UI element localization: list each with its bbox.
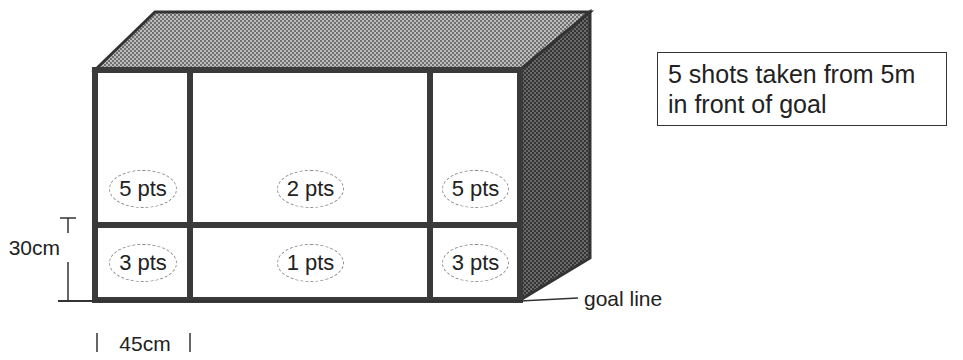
goal-top-net <box>95 12 590 70</box>
dimension-label: 45cm <box>105 332 185 355</box>
dimension-label: 30cm <box>2 236 60 259</box>
score-zone: 1 pts <box>194 229 427 297</box>
note-text: 5 shots taken from 5m in front of goal <box>668 59 936 119</box>
score-zone: 3 pts <box>434 229 517 297</box>
score-zone: 5 pts <box>434 74 517 222</box>
goal-frame <box>95 70 520 300</box>
goal-line <box>58 300 520 302</box>
points-label: 5 pts <box>442 170 510 208</box>
goal-line-label: goal line <box>584 287 662 310</box>
note-box: 5 shots taken from 5m in front of goal <box>657 52 947 126</box>
points-label: 3 pts <box>442 244 510 282</box>
points-label: 2 pts <box>277 170 345 208</box>
score-zone: 5 pts <box>99 74 187 222</box>
dimension-30cm <box>60 218 76 300</box>
score-zone: 2 pts <box>194 74 427 222</box>
points-label: 3 pts <box>109 244 177 282</box>
goal-side-net <box>520 12 590 300</box>
points-label: 5 pts <box>109 170 177 208</box>
leader-line <box>520 298 578 301</box>
points-label: 1 pts <box>277 244 345 282</box>
score-zone: 3 pts <box>99 229 187 297</box>
goal-front <box>95 70 520 300</box>
